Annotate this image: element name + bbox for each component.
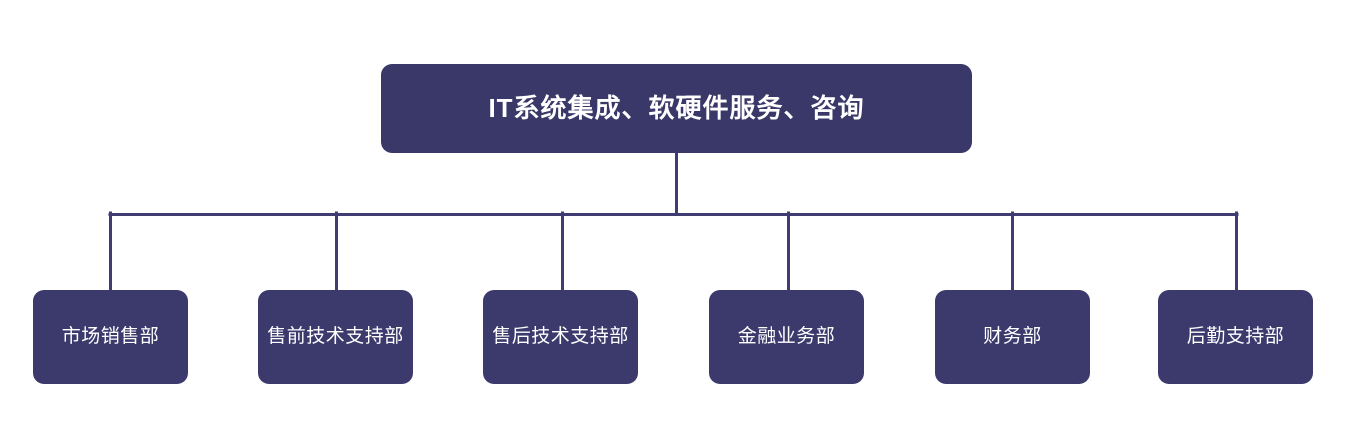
child-node-6[interactable]: 后勤支持部 bbox=[1158, 290, 1313, 384]
child-node-1[interactable]: 市场销售部 bbox=[33, 290, 188, 384]
child-node-2[interactable]: 售前技术支持部 bbox=[258, 290, 413, 384]
child-node-4[interactable]: 金融业务部 bbox=[709, 290, 864, 384]
child-node-5-label: 财务部 bbox=[983, 325, 1042, 347]
child-node-5[interactable]: 财务部 bbox=[935, 290, 1090, 384]
root-node-label: IT系统集成、软硬件服务、咨询 bbox=[488, 92, 865, 123]
child-node-4-label: 金融业务部 bbox=[737, 325, 836, 347]
root-node[interactable]: IT系统集成、软硬件服务、咨询 bbox=[381, 64, 972, 153]
child-node-1-label: 市场销售部 bbox=[61, 325, 160, 347]
child-node-6-label: 后勤支持部 bbox=[1186, 325, 1285, 347]
child-node-3[interactable]: 售后技术支持部 bbox=[483, 290, 638, 384]
child-node-2-label: 售前技术支持部 bbox=[267, 325, 404, 347]
child-node-3-label: 售后技术支持部 bbox=[492, 325, 629, 347]
